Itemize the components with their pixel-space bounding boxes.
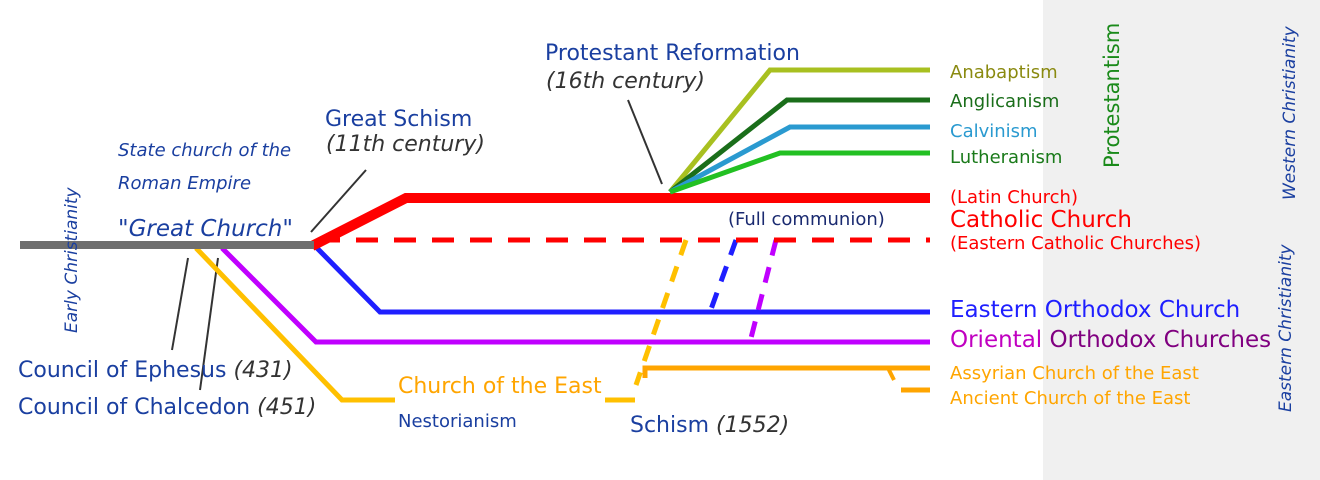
line-anglicanism [668,97,930,194]
chalcedon-label: Council of Chalcedon (451) [18,397,316,419]
line-anabaptism [668,67,930,194]
pointer-ephesus [171,257,189,351]
line-church-of-east [194,246,395,403]
eastern-orthodox-label: Eastern Orthodox Church [950,297,1241,323]
great-church-label: "Great Church" [118,216,293,242]
anglicanism-label: Anglicanism [950,91,1060,112]
line-oriental-catholic-dashed [747,239,779,343]
state-church-label-2: Roman Empire [118,173,252,194]
calvinism-label: Calvinism [950,121,1038,142]
orthodox-churches-word: Orthodox Churches [1049,327,1272,353]
early-christianity-label: Early Christianity [62,187,82,333]
line-assyrian [642,365,930,378]
reformation-label: Protestant Reformation [545,41,800,66]
eastern-catholic-label: (Eastern Catholic Churches) [950,233,1202,254]
eastern-christianity-label: Eastern Christianity [1276,244,1296,412]
church-of-east-label: Church of the East [398,374,602,399]
full-communion-label: (Full communion) [728,209,885,230]
line-eastern-orthodox [312,243,930,315]
line-lutheranism [669,150,930,195]
chalcedon-date: (451) [257,395,317,420]
latin-church-label: (Latin Church) [950,187,1078,208]
chalcedon-name: Council of Chalcedon [18,395,251,420]
nestorianism-label: Nestorianism [398,411,517,432]
pointer-schism [310,169,367,233]
western-christianity-label: Western Christianity [1280,26,1300,200]
line-orthodox-catholic-dashed [707,239,739,313]
oriental-orthodox-label: Oriental Orthodox Churches [950,329,1271,352]
schism-label: Schism (1552) [630,415,789,437]
schism-name: Schism [630,413,710,438]
great-schism-label: Great Schism [325,107,473,132]
state-church-label-1: State church of the [118,140,292,161]
eastern-western-panel [1043,0,1320,480]
ephesus-label: Council of Ephesus (431) [18,360,293,382]
catholic-church-label: Catholic Church [950,207,1132,233]
line-oriental-orthodox [220,246,930,345]
line-ancient-branch [886,367,896,381]
pointer-reformation [627,99,663,185]
schism-date: (1552) [716,413,790,438]
ancient-church-label: Ancient Church of the East [950,388,1191,409]
reformation-date: (16th century) [546,69,705,94]
line-calvinism [668,124,930,195]
pointer-chalcedon [199,257,219,391]
ephesus-date: (431) [233,358,293,383]
anabaptism-label: Anabaptism [950,62,1058,83]
ephesus-name: Council of Ephesus [18,358,227,383]
line-latin-church [309,193,930,251]
great-schism-date: (11th century) [326,132,485,157]
oriental-word: Oriental [950,327,1050,353]
protestantism-label: Protestantism [1100,22,1124,168]
lutheranism-label: Lutheranism [950,147,1063,168]
line-east-catholic-dashed [633,239,689,386]
assyrian-church-label: Assyrian Church of the East [950,363,1199,384]
